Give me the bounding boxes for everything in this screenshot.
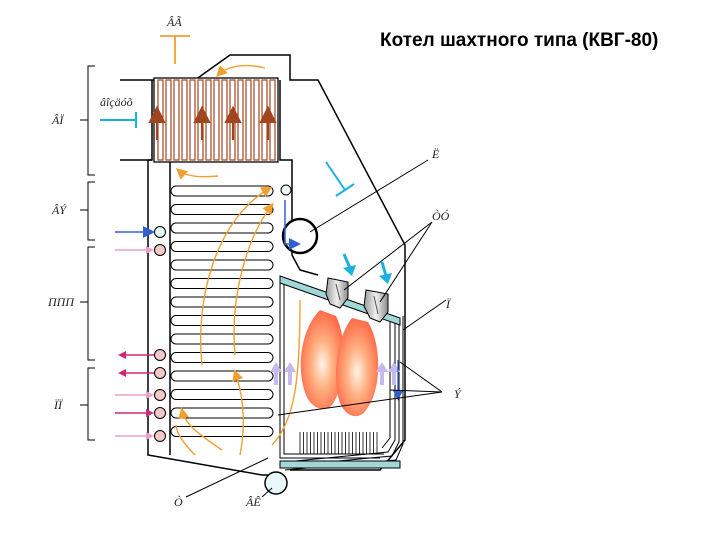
burner-1 [325,277,349,309]
coil-tube [170,352,274,363]
label-top-outlet: ÂÃ [166,15,182,29]
coil-tube [170,426,274,437]
coil-tube [170,222,274,234]
label-screen: Ï [445,296,451,311]
left-brackets [80,65,95,441]
flue-gas-outlet-arrow [160,35,190,64]
label-air-inlet: âîçäóõ [100,95,133,109]
fuel-supply-arrows [342,253,392,284]
bottom-collector-bar [279,460,401,469]
drum [281,200,319,255]
coil-tube [170,407,274,419]
coil-tube [170,259,274,271]
coil-tube [170,389,274,400]
air-heater-tube [221,79,228,161]
air-supply-line [100,112,355,197]
air-heater-tube [253,79,260,161]
leader-lines [185,159,447,498]
label-left-group-3: ППП [47,295,75,309]
air-heater-tube [189,79,196,161]
air-heater-tube [245,79,252,161]
air-heater-tube [165,79,172,161]
air-heater-tubes [148,79,277,161]
air-heater-tube [205,79,212,161]
label-burners: ÒÓ [432,209,450,223]
convective-coils [170,185,274,437]
left-connections [115,226,160,440]
air-heater-tube [237,79,244,161]
coil-tube [170,204,274,215]
label-bottom-collector: ÂÊ [245,495,261,509]
air-heater-tube [213,79,220,161]
label-left-group-1: ÂÏ [51,112,64,127]
diagram-title: Котел шахтного типа (КВГ-80) [380,30,659,51]
label-left-group-2: ÂÝ [51,203,67,217]
label-bottom-left: Ò [174,495,183,509]
flames [300,310,379,417]
coil-tube [170,278,274,289]
coil-tube [170,296,274,308]
coil-tube [170,315,274,326]
coil-tube [170,370,274,382]
burner-2 [363,289,389,323]
coil-tube [170,241,274,252]
air-heater-tube [269,79,276,161]
coil-tube [170,185,274,197]
air-heater-tube [173,79,180,161]
label-tubes: Ý [454,387,462,401]
label-drum: Ë [431,146,440,161]
furnace-floor-hatching [299,432,378,454]
label-left-group-4: ÏÏ [53,397,63,412]
coil-tube [170,333,274,345]
collector-nodes [154,184,292,442]
gas-flow-arrows [175,64,301,456]
bottom-collector [264,471,288,495]
air-heater-tube [261,79,268,161]
air-heater-tube [181,79,188,161]
steam-up-arrows [270,362,400,385]
air-heater-tube [157,79,164,161]
